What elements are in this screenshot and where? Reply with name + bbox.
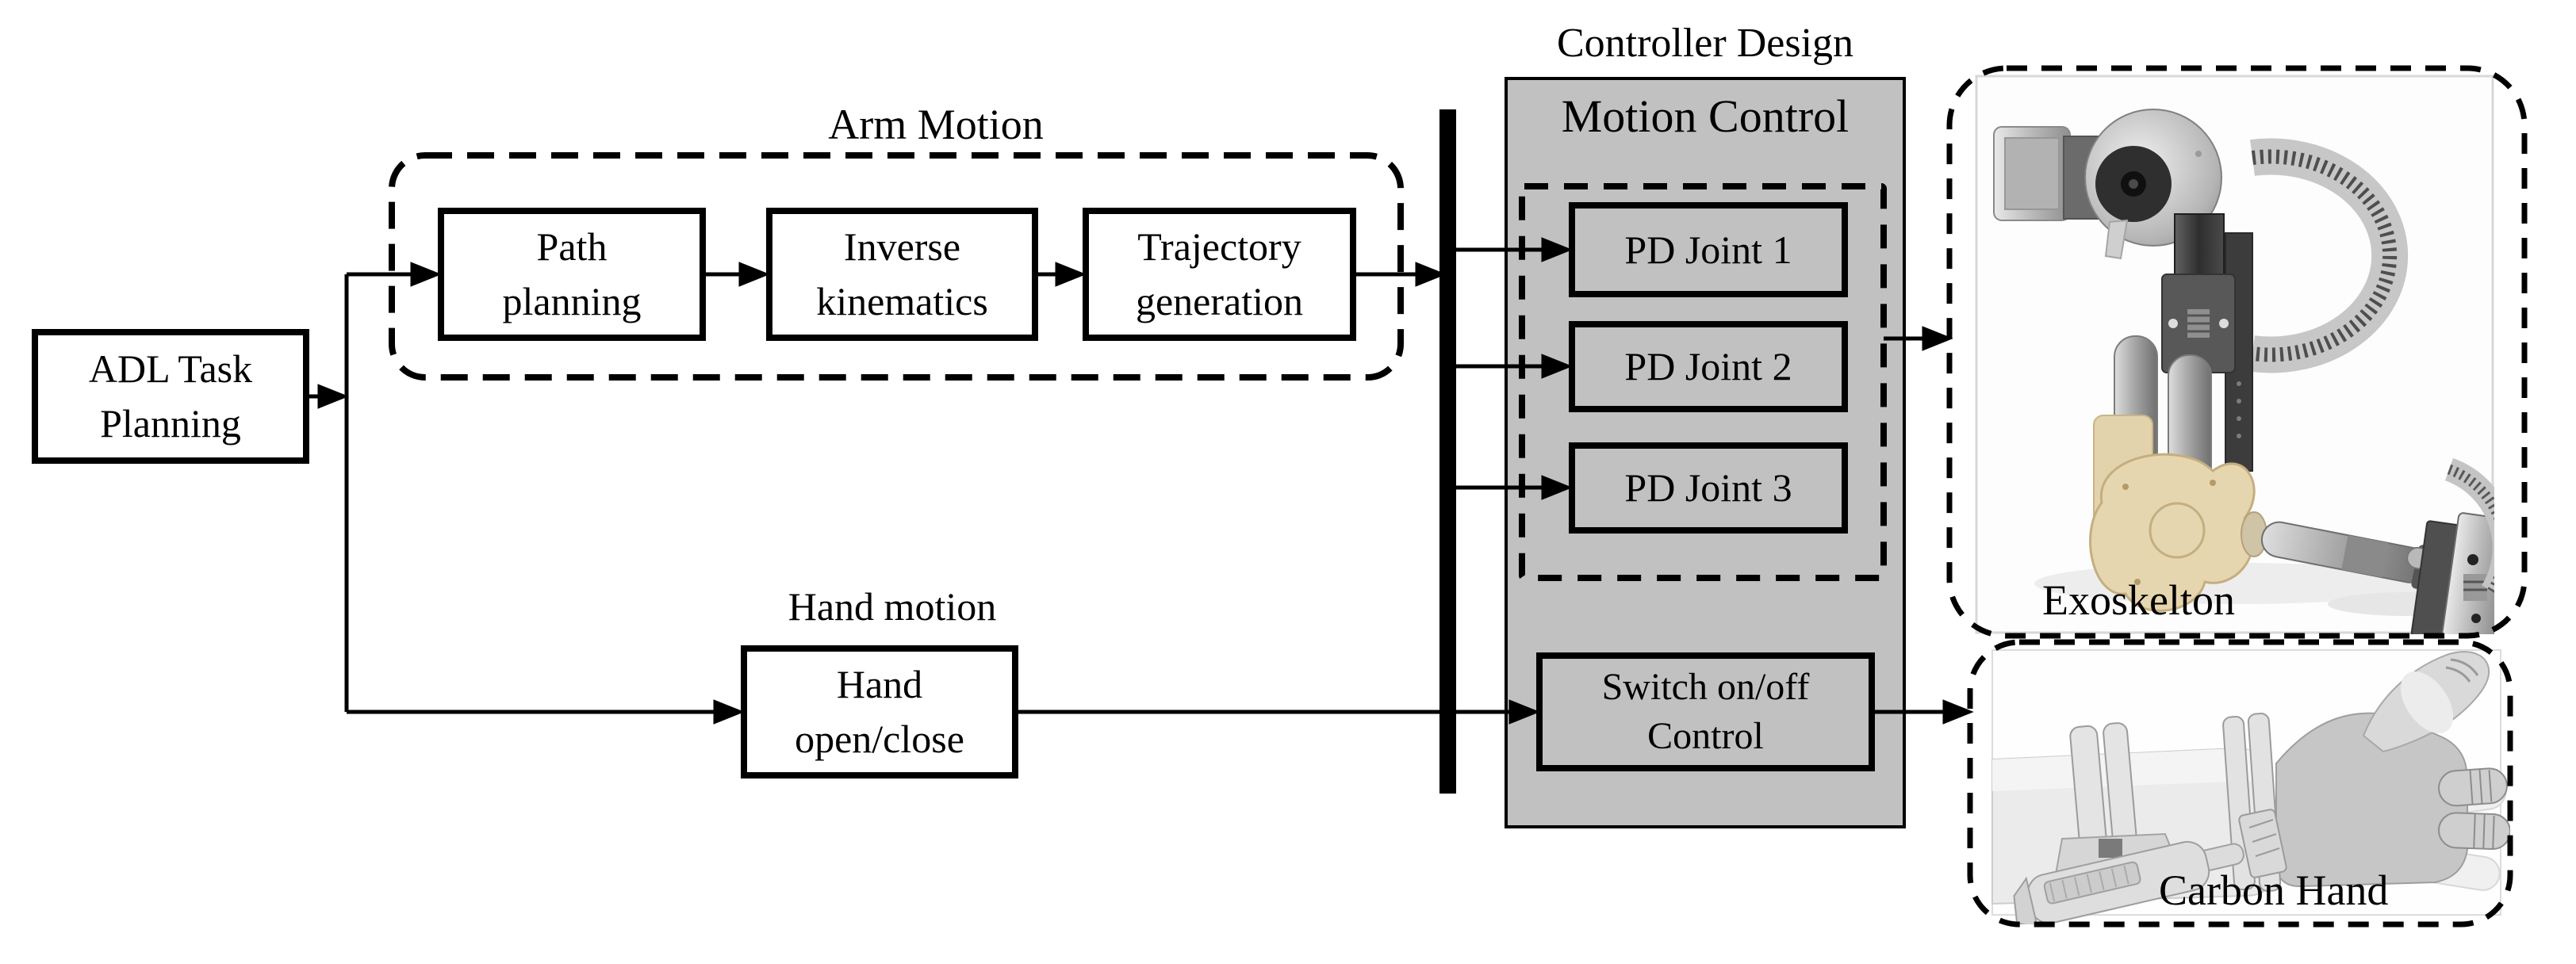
exoskeleton-dashed-box [1946,65,2528,639]
switch-on-off-control-box: Switch on/off Control [1536,652,1875,771]
exoskeleton-caption: Exoskelton [2042,576,2235,624]
arm-motion-dashed-box [389,152,1404,381]
arrow-bus-to-pd-joint-3 [1456,475,1573,500]
carbon-hand-caption: Carbon Hand [2159,866,2389,914]
path-planning-line-1: Path [536,224,608,269]
pd-joints-dashed-box [1519,183,1887,581]
trajectory-generation-line-1: Trajectory [1137,224,1301,269]
hand-open-close-line-2: open/close [795,717,964,761]
trajectory-generation-box: Trajectory generation [1083,208,1356,341]
motion-control-title: Motion Control [1561,90,1850,142]
arm-motion-label: Arm Motion [828,101,1044,148]
pd-joint-2-box: PD Joint 2 [1569,321,1848,412]
arrow-branch-to-hand-open-close [347,699,745,725]
arrow-branch-to-path-planning [347,262,442,287]
adl-task-line-1: ADL Task [88,346,253,391]
inverse-kinematics-line-1: Inverse [843,224,961,269]
pd-joint-1-label: PD Joint 1 [1624,227,1792,272]
inverse-kinematics-box: Inverse kinematics [766,208,1038,341]
pd-joint-3-label: PD Joint 3 [1624,465,1792,510]
arrow-trajectory-to-bus [1356,262,1447,287]
switch-control-line-1: Switch on/off [1601,665,1810,708]
hand-open-close-line-1: Hand [836,662,923,706]
inverse-kinematics-line-2: kinematics [816,279,988,323]
palm-motor-module [2013,840,2244,924]
path-planning-box: Path planning [438,208,706,341]
pd-joint-2-label: PD Joint 2 [1624,344,1792,388]
elbow-joint [2089,415,2267,612]
trajectory-generation-line-2: generation [1135,279,1303,323]
hand-open-close-box: Hand open/close [741,645,1018,778]
pd-joint-3-box: PD Joint 3 [1569,442,1848,534]
exoskeleton-photo [1975,75,2494,634]
switch-control-line-2: Control [1647,715,1764,757]
arrow-bus-to-pd-joint-1 [1456,237,1573,262]
hand-motion-label: Hand motion [788,584,997,629]
wrist-unit [2406,457,2494,634]
arrow-path-to-inverse-kinematics [706,262,770,287]
pd-joint-1-box: PD Joint 1 [1569,202,1848,297]
carbon-hand-illustration [1991,649,2510,924]
upper-arm-cuff [2250,138,2409,373]
thumb [2362,651,2490,753]
signal-bus-bar [1439,109,1456,794]
adl-task-line-2: Planning [100,401,241,446]
arrow-switch-to-carbon-hand [1875,699,1974,725]
arrow-inverse-to-trajectory [1038,262,1087,287]
adl-task-planning-box: ADL Task Planning [32,329,309,464]
carbon-hand-dashed-box [1967,639,2513,928]
arrow-hand-to-switch-control [1018,699,1540,725]
shoulder-motor [1993,109,2222,260]
path-planning-line-2: planning [502,279,642,323]
arrow-bus-to-pd-joint-2 [1456,354,1573,379]
arrow-motion-control-to-exoskeleton [1884,326,1953,351]
controller-design-label: Controller Design [1556,21,1854,66]
arrow-adl-to-branch [309,384,349,409]
